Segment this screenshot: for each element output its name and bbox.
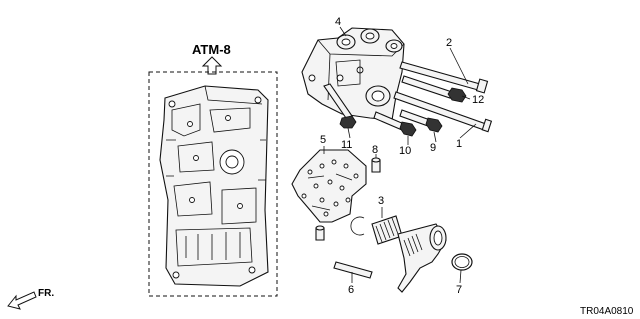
o-ring-7: [451, 253, 473, 271]
callout-10: 10: [399, 145, 411, 157]
front-label: FR.: [38, 288, 54, 299]
reference-group: ATM-8: [148, 42, 278, 297]
callout-9: 9: [430, 142, 436, 154]
snap-ring: [350, 216, 365, 236]
callouts: 4 2 12 1 11 10 9 5 8 3 6 7: [320, 16, 484, 296]
callout-6: 6: [348, 284, 354, 296]
front-arrow-icon: [7, 291, 37, 310]
needle-bearing-3: [371, 215, 403, 245]
regulator-valve-body: [301, 27, 405, 121]
callout-1: 1: [456, 138, 462, 150]
diagram-code: TR04A0810: [580, 306, 634, 317]
callout-8: 8: [372, 144, 378, 156]
separator-plate: [291, 149, 367, 223]
leader-lines: [323, 26, 477, 284]
reference-arrow-icon: [201, 56, 223, 75]
dowel-pin-lower: [315, 225, 325, 241]
pin-6: [333, 261, 373, 279]
bolt-11: [323, 83, 357, 129]
callout-12: 12: [472, 94, 484, 106]
callout-11: 11: [341, 139, 352, 151]
stator-shaft: [397, 223, 447, 293]
valve-body-assembly: [159, 85, 269, 287]
front-direction-indicator: FR.: [7, 288, 54, 310]
callout-5: 5: [320, 134, 326, 146]
reference-box: [148, 71, 278, 297]
callout-7: 7: [456, 284, 462, 296]
bolt-9: [399, 109, 443, 133]
flange-bolt-12: [401, 75, 467, 103]
callout-2: 2: [446, 37, 452, 49]
dowel-pin-8: [371, 157, 381, 173]
long-bolt-2: [399, 61, 489, 94]
long-bolt-1: [393, 91, 493, 133]
bolt-10: [373, 111, 417, 137]
callout-3: 3: [378, 195, 384, 207]
callout-4: 4: [335, 16, 341, 28]
reference-label: ATM-8: [192, 42, 231, 57]
